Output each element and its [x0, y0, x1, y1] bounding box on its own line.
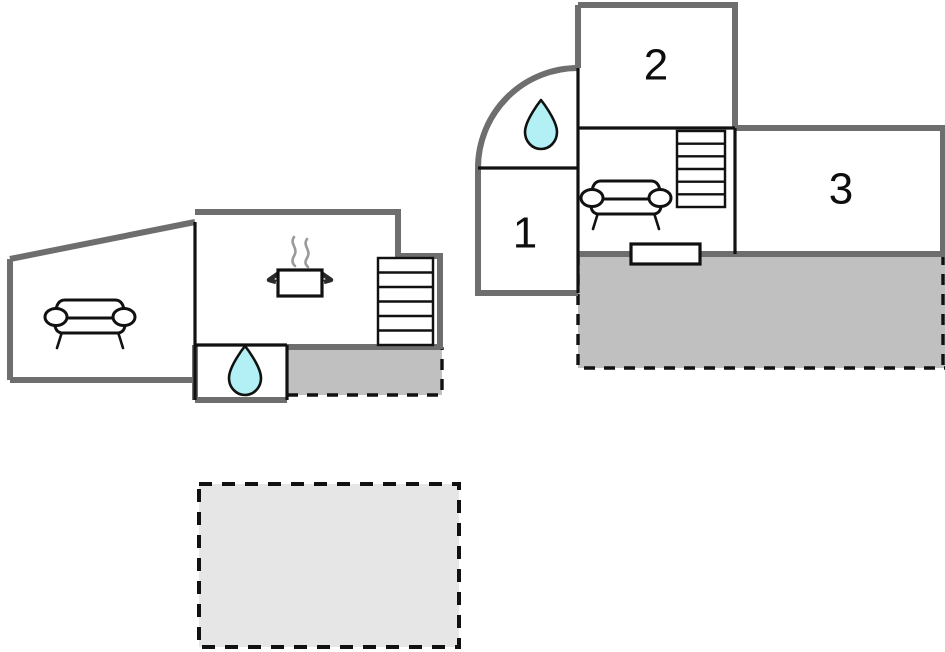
right-interior-walls — [478, 68, 737, 293]
room-number-3: 3 — [829, 165, 853, 214]
plan-left[interactable] — [7, 209, 444, 403]
right-balcony-opening[interactable] — [629, 242, 702, 266]
room-number-2: 2 — [644, 41, 668, 90]
left-terrace-area[interactable] — [287, 347, 444, 397]
right-staircase-icon — [675, 129, 727, 209]
left-staircase-icon — [376, 256, 435, 347]
right-terrace-area[interactable] — [576, 254, 945, 370]
site-boundary[interactable] — [197, 482, 461, 649]
left-interior-walls — [193, 222, 289, 400]
room-number-1: 1 — [513, 209, 537, 258]
plan-right[interactable]: 1 2 3 — [475, 2, 945, 370]
